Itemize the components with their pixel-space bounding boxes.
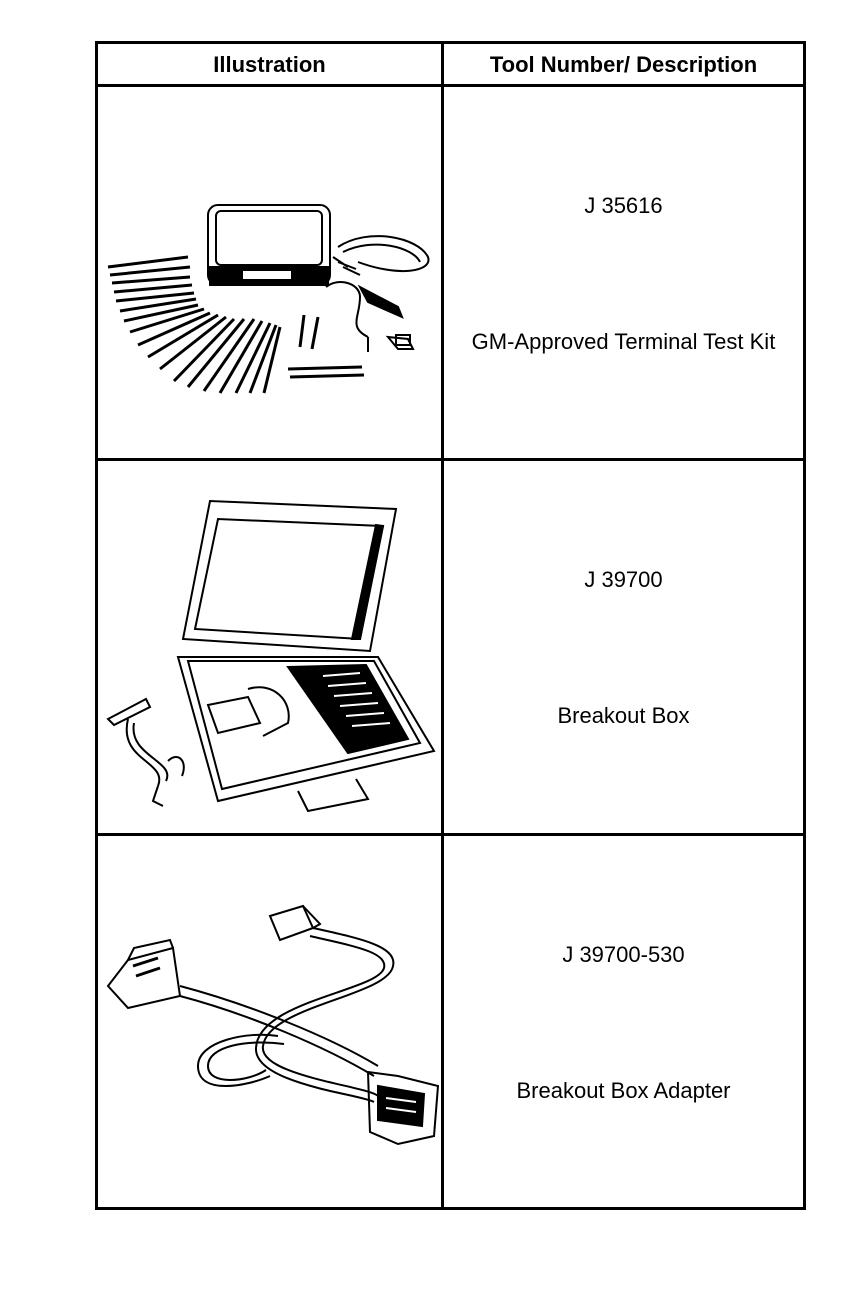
tool-number: J 35616 — [584, 193, 663, 218]
tool-table: Illustration Tool Number/ Description — [95, 41, 806, 1210]
row-divider — [98, 833, 803, 836]
header-illustration: Illustration — [213, 51, 326, 77]
column-divider — [441, 44, 444, 1207]
breakout-box-adapter-illustration — [98, 836, 441, 1210]
tool-number: J 39700-530 — [562, 942, 685, 967]
tool-description: Breakout Box Adapter — [516, 1078, 731, 1103]
tool-description: GM-Approved Terminal Test Kit — [471, 329, 776, 354]
row-divider — [98, 458, 803, 461]
tool-description: Breakout Box — [557, 703, 690, 728]
breakout-box-illustration — [98, 461, 441, 833]
row-2-description-cell: J 39700 Breakout Box — [444, 461, 803, 833]
terminal-test-kit-illustration — [98, 87, 441, 458]
header-divider — [98, 84, 803, 87]
row-1-description-cell: J 35616 GM-Approved Terminal Test Kit — [444, 87, 803, 458]
tool-number: J 39700 — [584, 567, 663, 592]
row-3-description-cell: J 39700-530 Breakout Box Adapter — [444, 836, 803, 1210]
header-tool-number-description: Tool Number/ Description — [489, 51, 758, 77]
